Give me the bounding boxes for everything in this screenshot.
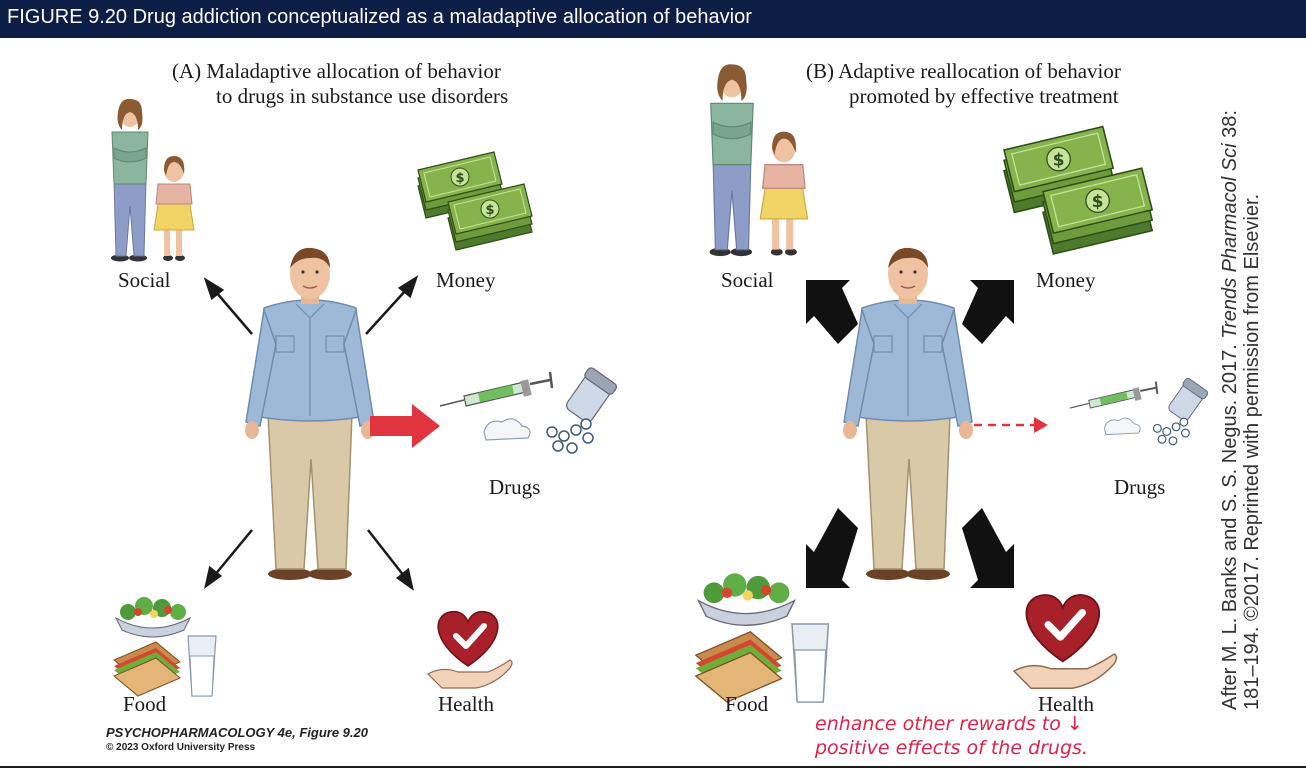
panel-a-syringe-pills-icon — [438, 365, 620, 455]
bottom-rule — [0, 766, 1306, 768]
panel-b-food-tray-icon — [695, 572, 830, 703]
panel-a-drug-arrow — [370, 404, 440, 448]
panel-b-label-food: Food — [725, 692, 769, 716]
panel-b-woman-child-icon — [708, 63, 809, 257]
panel-a-heart-hand-icon — [428, 612, 512, 688]
publisher-title: PSYCHOPHARMACOLOGY 4e, Figure 9.20 — [106, 725, 368, 740]
note-line-2: positive effects of the drugs. — [815, 737, 1088, 759]
credit-authors: After M. L. Banks and S. S. Negus. 2017. — [1219, 338, 1241, 710]
panel-a-woman-child-icon — [110, 98, 195, 262]
panel-a-money-stack-icon — [418, 152, 532, 250]
credit-journal: Trends Pharmacol Sci — [1219, 143, 1241, 339]
panel-b-man-figure-icon — [842, 247, 974, 581]
panel-a-label-food: Food — [123, 692, 167, 716]
panel-b-arrows — [806, 280, 1014, 588]
panel-b-label-social: Social — [721, 268, 774, 292]
panel-b-title-line1: (B) Adaptive reallocation of behavior — [806, 59, 1121, 83]
figure-header: FIGURE 9.20 Drug addiction conceptualize… — [0, 0, 1306, 38]
credit-block: After M. L. Banks and S. S. Negus. 2017.… — [1219, 58, 1263, 710]
note-line-1: enhance other rewards to ↓ — [815, 713, 1083, 735]
panel-b-heart-hand-icon — [1014, 595, 1116, 688]
panel-a-food-tray-icon — [113, 596, 217, 697]
panel-a-label-money: Money — [436, 268, 496, 292]
panel-b-drug-arrow — [974, 417, 1048, 433]
panel-b-syringe-pills-icon — [1069, 376, 1210, 446]
publisher-copyright: © 2023 Oxford University Press — [106, 742, 256, 753]
figure-title: FIGURE 9.20 Drug addiction conceptualize… — [7, 6, 752, 28]
panel-a-man-figure-icon — [244, 247, 376, 581]
panel-b-money-stack-icon — [1004, 127, 1152, 254]
credit-volume: 38: — [1219, 110, 1241, 144]
credit-line-1: After M. L. Banks and S. S. Negus. 2017.… — [1219, 58, 1241, 710]
credit-line-2: 181–194. ©2017. Reprinted with permissio… — [1241, 193, 1263, 710]
panel-a-label-drugs: Drugs — [489, 475, 541, 499]
panel-b-label-health: Health — [1038, 692, 1094, 716]
panel-b-title-line2: promoted by effective treatment — [849, 84, 1119, 108]
panel-b-label-drugs: Drugs — [1114, 475, 1166, 499]
panel-a-arrows — [203, 275, 419, 591]
panel-a-label-social: Social — [118, 268, 171, 292]
panel-a-label-health: Health — [438, 692, 494, 716]
handwritten-note: enhance other rewards to ↓ positive effe… — [815, 712, 1088, 760]
panel-b-label-money: Money — [1036, 268, 1096, 292]
panel-a-title-line1: (A) Maladaptive allocation of behavior — [172, 59, 501, 83]
publisher-block: PSYCHOPHARMACOLOGY 4e, Figure 9.20 © 202… — [106, 725, 368, 753]
panel-a-title-line2: to drugs in substance use disorders — [216, 84, 509, 108]
